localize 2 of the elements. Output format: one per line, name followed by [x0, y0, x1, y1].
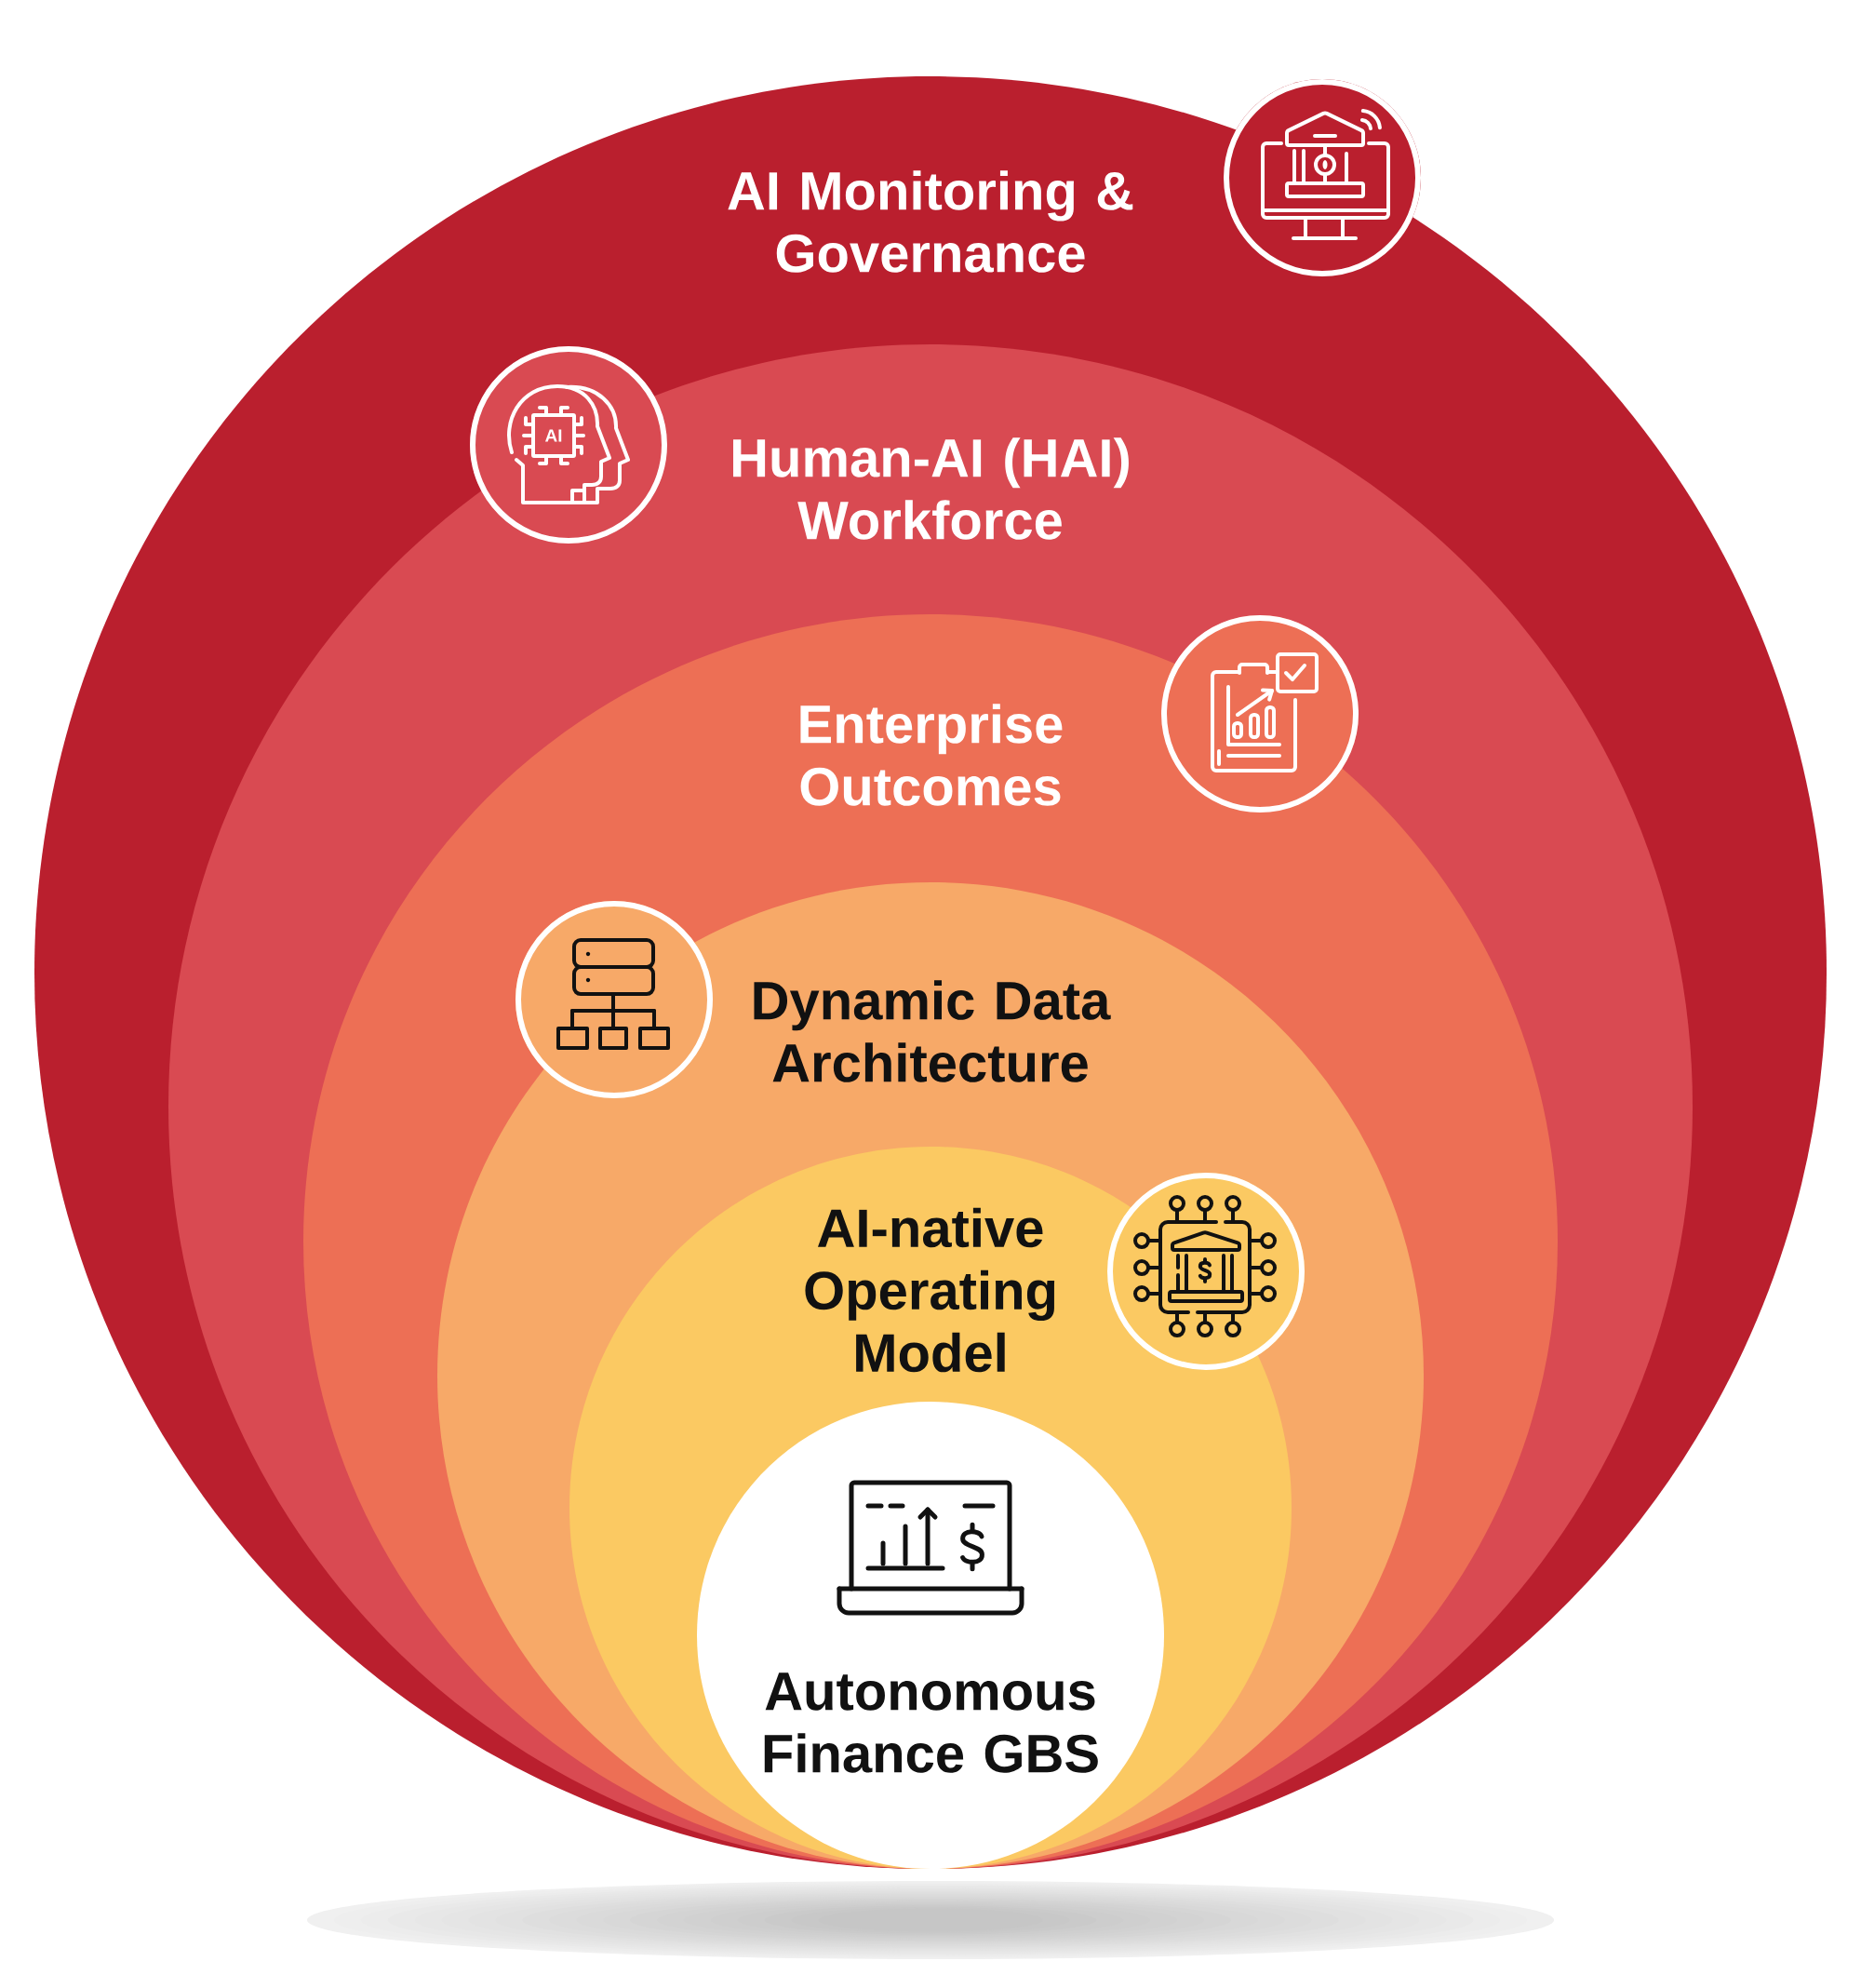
node-label: Autonomous Finance GBS: [764, 1672, 1098, 1773]
chip-label: AI: [545, 429, 562, 442]
